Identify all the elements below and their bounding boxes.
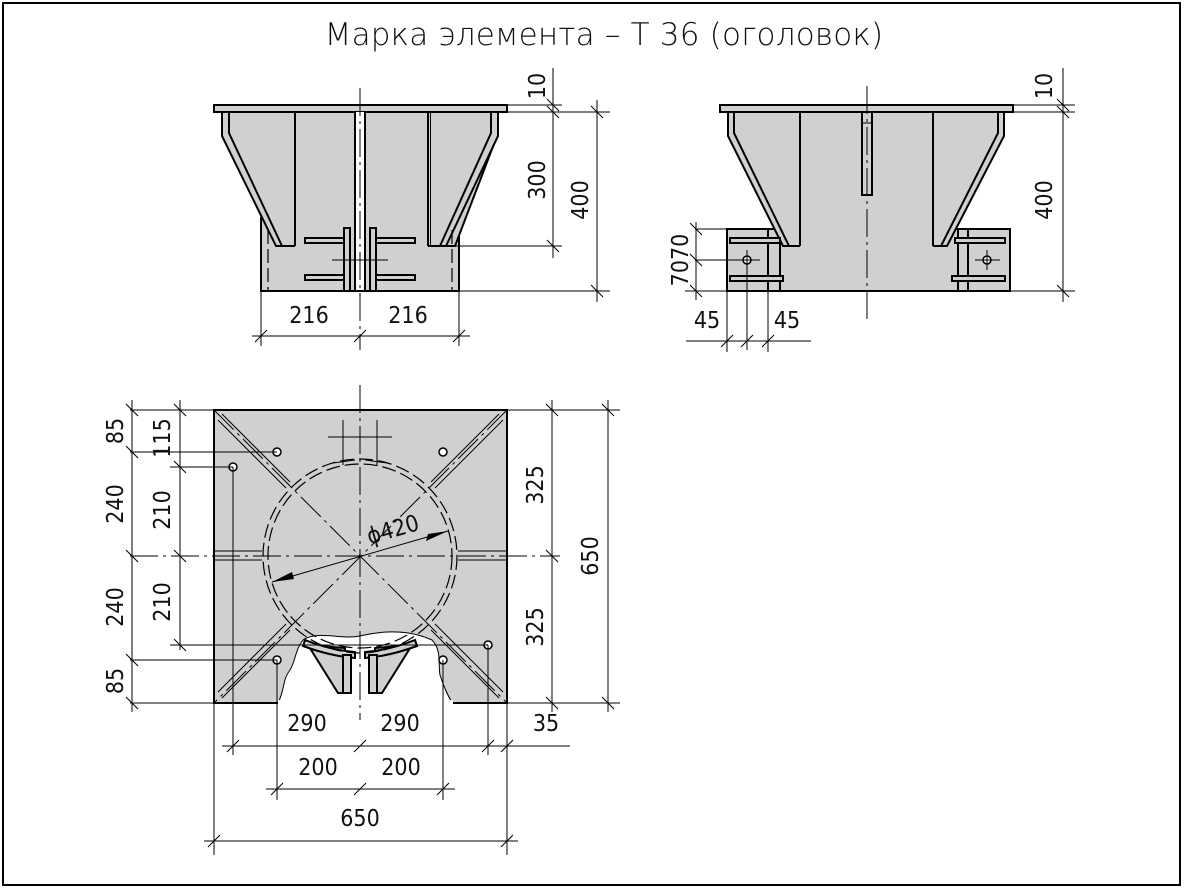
plan-dim-bottom-35: 35 bbox=[533, 711, 559, 737]
plan-dim-left-inner-3: 210 bbox=[150, 582, 176, 622]
front-dim-half-width-left: 216 bbox=[289, 303, 329, 329]
side-view: 10 400 7070 45 45 bbox=[668, 68, 1075, 352]
side-dim-bolt-spacing: 7070 bbox=[668, 234, 694, 287]
drawing-title: Марка элемента – Т 36 (оголовок) bbox=[325, 17, 884, 53]
plan-dim-bottom-290-right: 290 bbox=[380, 711, 420, 737]
plan-dim-left-inner-2: 210 bbox=[150, 490, 176, 530]
plan-dim-bottom-total: 650 bbox=[340, 806, 380, 832]
side-dim-bolt-offset-left: 45 bbox=[694, 308, 720, 334]
front-dim-half-width-right: 216 bbox=[388, 303, 428, 329]
plan-dim-right-2: 325 bbox=[523, 607, 549, 647]
plan-view: ϕ420 85 240 240 85 115 210 210 bbox=[103, 385, 620, 855]
plan-dim-bottom-290-left: 290 bbox=[287, 711, 327, 737]
plan-dim-left-outer-4: 85 bbox=[103, 668, 129, 694]
front-dim-rib-height: 300 bbox=[525, 160, 551, 200]
front-dim-total-height: 400 bbox=[568, 180, 594, 220]
plan-dim-bottom-200-right: 200 bbox=[381, 755, 421, 781]
side-dim-bolt-offset-right: 45 bbox=[774, 308, 800, 334]
plan-dim-left-outer-1: 85 bbox=[103, 418, 129, 444]
plan-dim-right-1: 325 bbox=[523, 465, 549, 505]
plan-dim-bottom-200-left: 200 bbox=[298, 755, 338, 781]
front-view: 10 300 400 216 216 bbox=[213, 68, 610, 350]
plan-dim-left-inner-1: 115 bbox=[150, 418, 176, 458]
side-dim-plate-thickness: 10 bbox=[1032, 73, 1058, 99]
plan-dim-left-outer-2: 240 bbox=[103, 484, 129, 524]
side-dim-total-height: 400 bbox=[1032, 180, 1058, 220]
plan-dim-right-total: 650 bbox=[578, 536, 604, 576]
plan-dim-left-outer-3: 240 bbox=[103, 587, 129, 627]
front-dim-plate-thickness: 10 bbox=[525, 73, 551, 99]
